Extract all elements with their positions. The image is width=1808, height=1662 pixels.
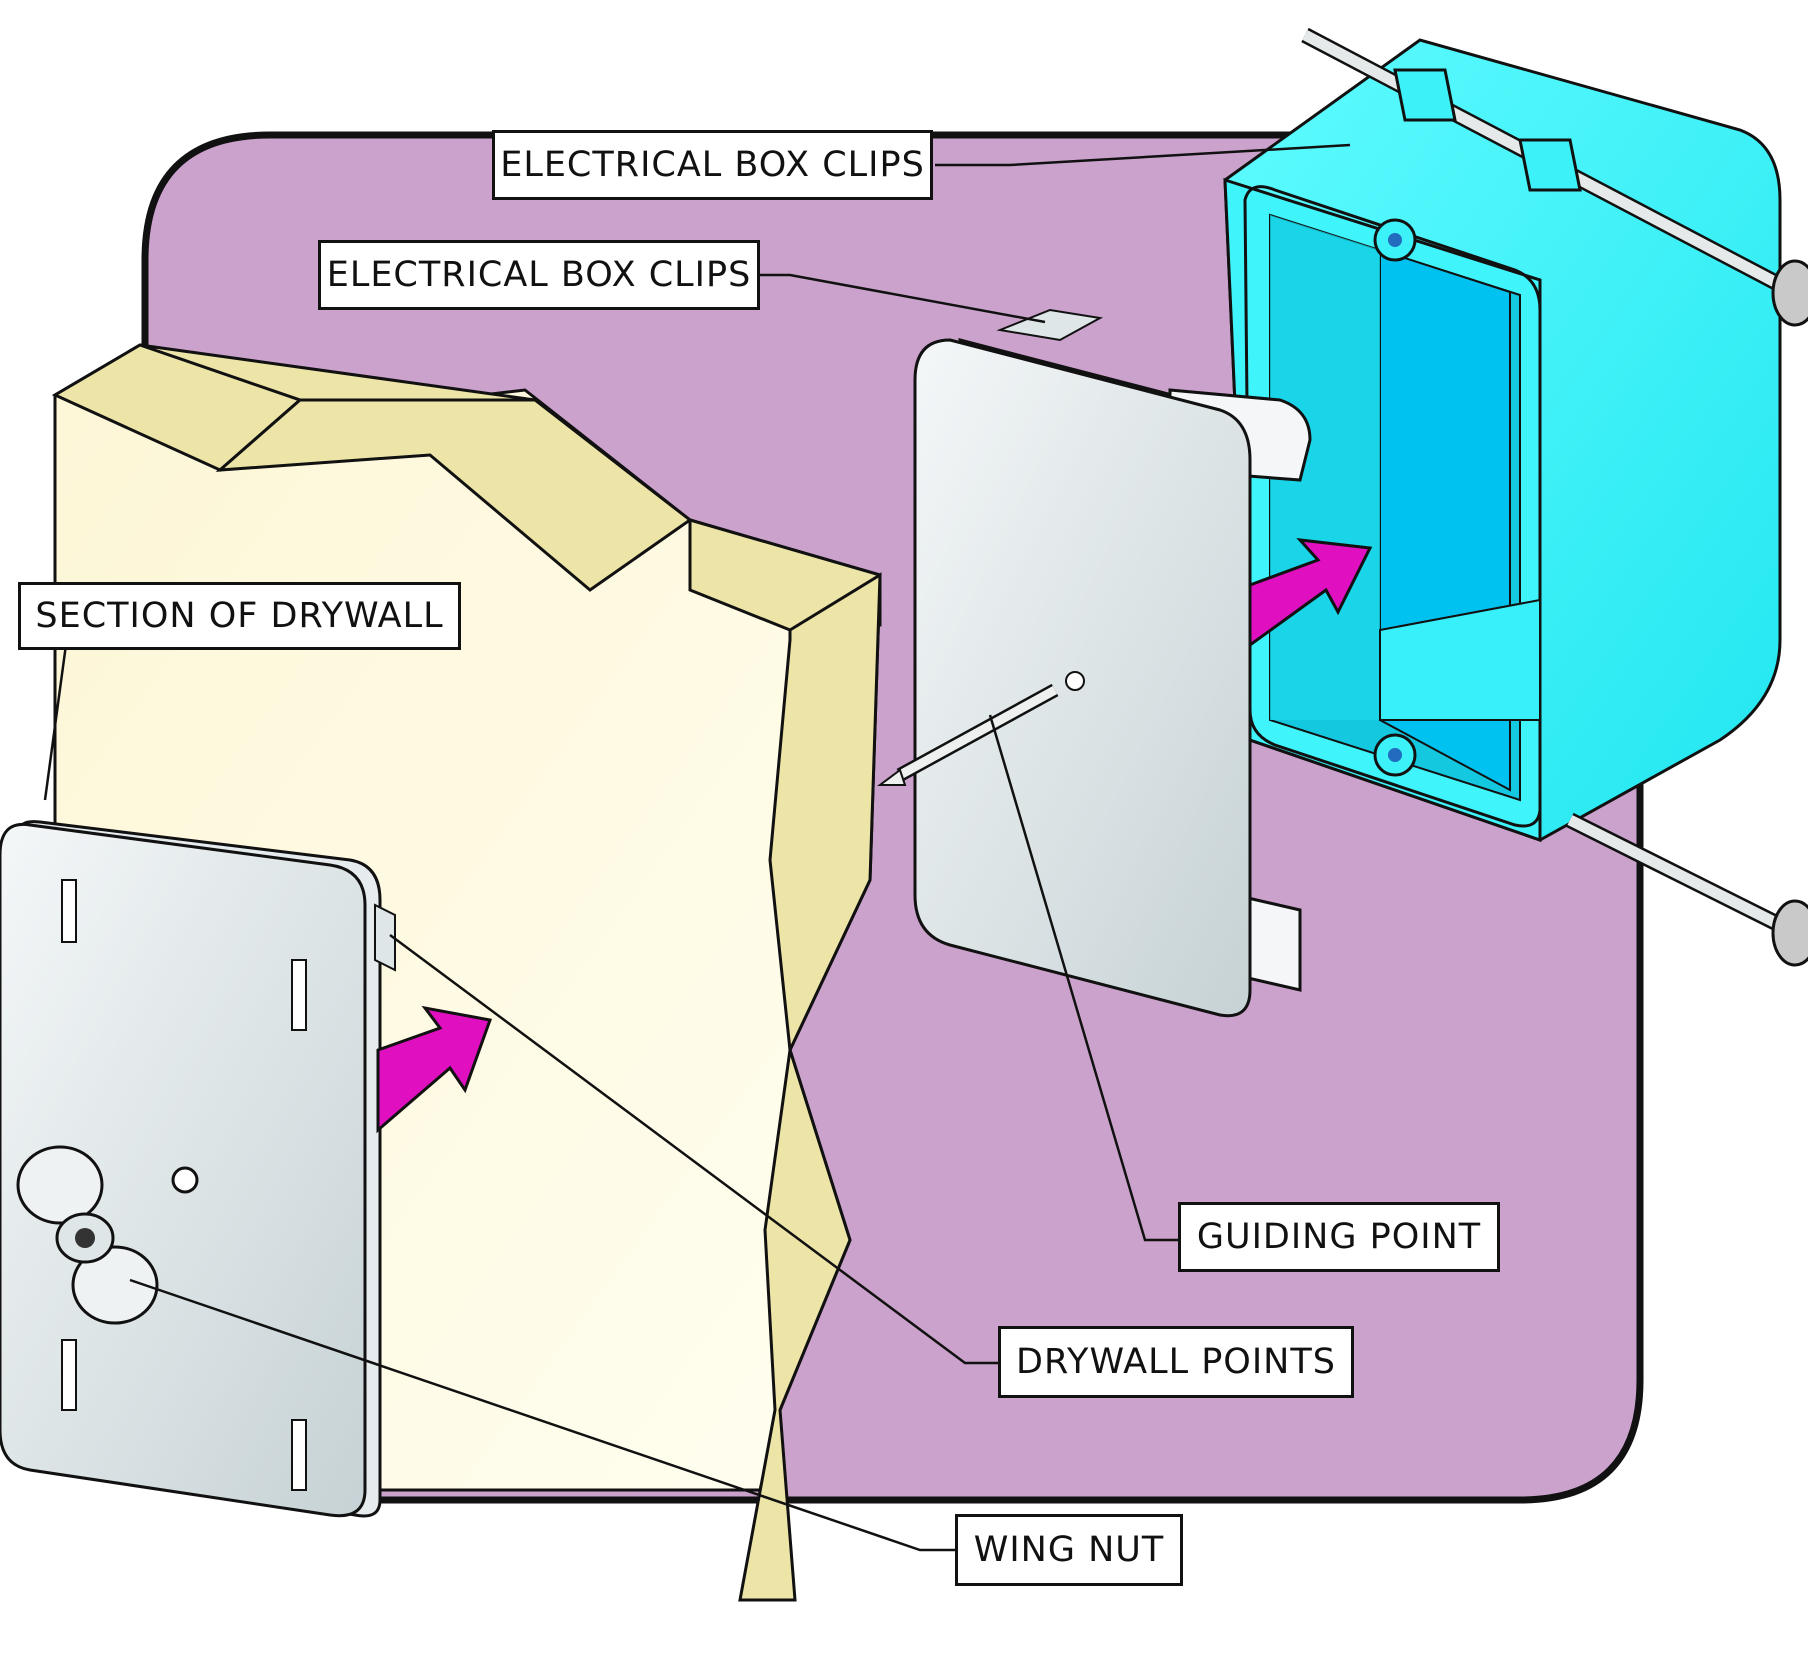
label-wing-nut: WING NUT [955, 1514, 1183, 1586]
leader-clips [760, 273, 1046, 324]
leader-guiding-point [988, 714, 1180, 1242]
box-nail-bottom [1566, 812, 1808, 967]
label-guiding-point: GUIDING POINT [1178, 1202, 1500, 1272]
arrow-into-drywall [376, 1005, 493, 1134]
template-plate [913, 308, 1312, 1018]
guiding-point [877, 683, 1059, 786]
label-section-of-drywall: SECTION OF DRYWALL [18, 582, 461, 650]
arrow-into-box [1248, 538, 1373, 648]
leader-drywall-points [389, 933, 1000, 1365]
label-electrical-box-clips-mid: ELECTRICAL BOX CLIPS [318, 240, 760, 310]
label-drywall-points: DRYWALL POINTS [998, 1326, 1354, 1398]
label-electrical-box-clips-top: ELECTRICAL BOX CLIPS [492, 130, 933, 200]
wing-nut [16, 1145, 159, 1325]
box-nail-top [1301, 27, 1808, 327]
leader-wing-nut [129, 1278, 960, 1552]
leader-lines [43, 143, 1351, 1552]
leader-electrical-box [935, 143, 1351, 167]
back-plate [0, 820, 396, 1518]
electrical-box [1223, 38, 1782, 843]
